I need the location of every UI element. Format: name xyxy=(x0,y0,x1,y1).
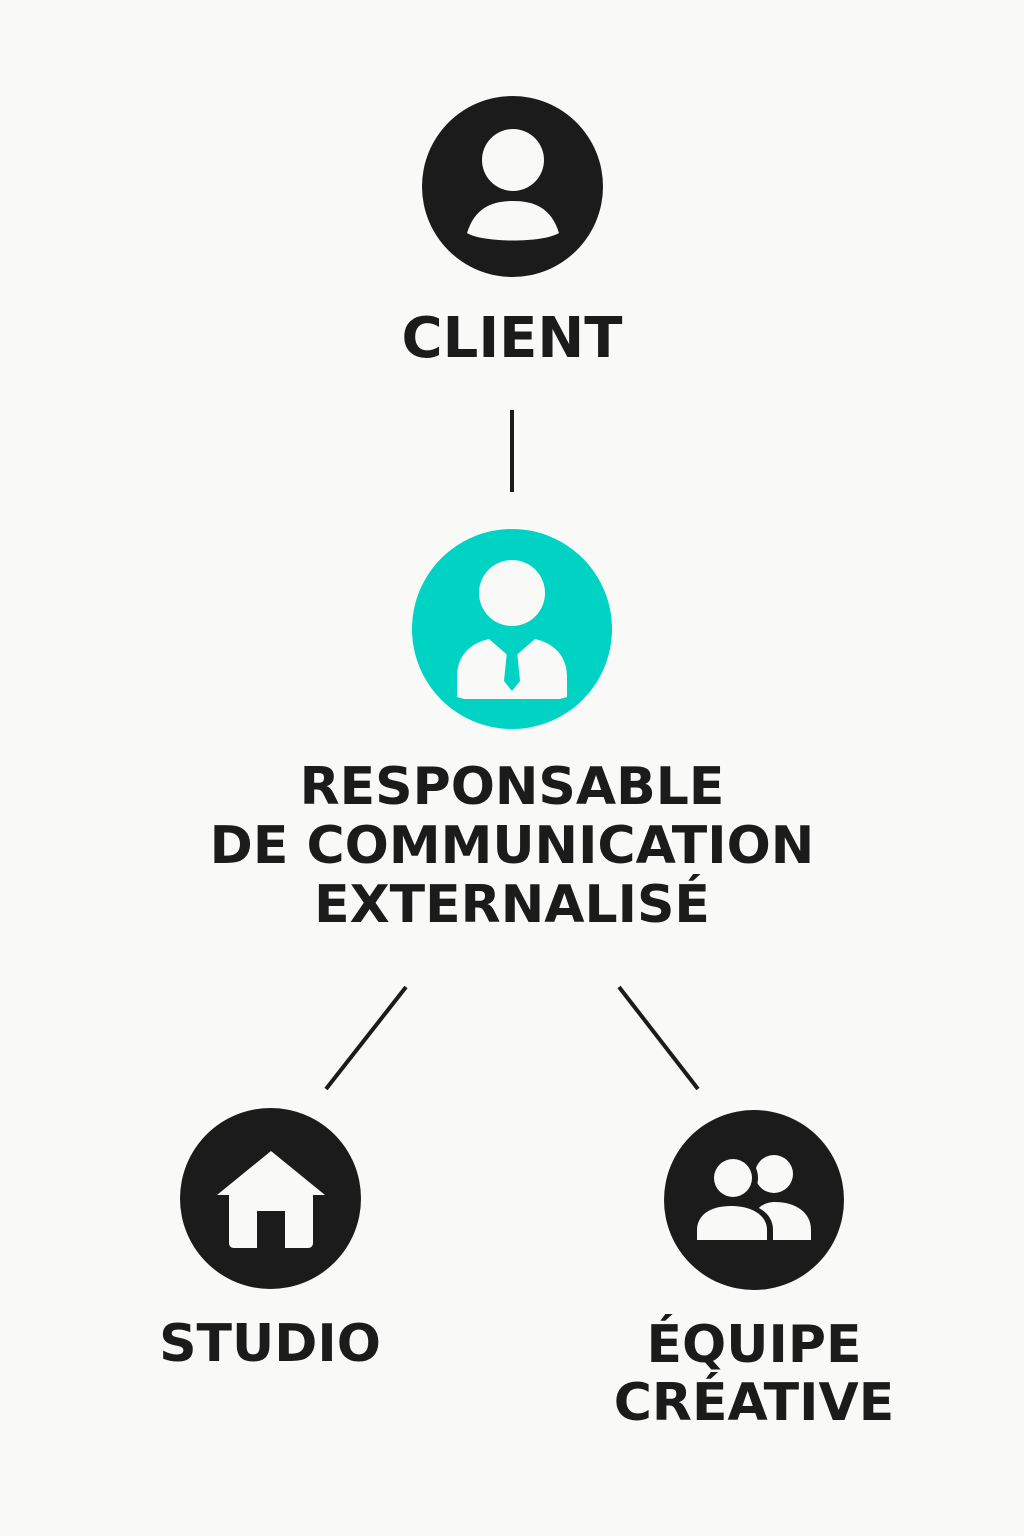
team-label-line-1: ÉQUIPE xyxy=(646,1315,862,1375)
manager-node xyxy=(412,529,612,729)
group-icon xyxy=(695,1154,811,1246)
business-person-icon xyxy=(457,560,567,699)
client-node xyxy=(422,96,603,277)
manager-label: RESPONSABLE DE COMMUNICATION EXTERNALISÉ xyxy=(0,758,1024,935)
team-label-line-2: CRÉATIVE xyxy=(613,1373,895,1433)
user-icon xyxy=(466,128,559,240)
connector-manager-team xyxy=(617,985,700,1091)
manager-label-line-3: EXTERNALISÉ xyxy=(314,875,710,935)
manager-label-line-1: RESPONSABLE xyxy=(299,757,725,817)
connector-manager-studio xyxy=(324,985,408,1091)
house-icon xyxy=(216,1150,325,1248)
team-label: ÉQUIPE CRÉATIVE xyxy=(554,1316,954,1432)
client-label: CLIENT xyxy=(401,306,623,371)
team-node xyxy=(664,1110,844,1290)
manager-label-line-2: DE COMMUNICATION xyxy=(209,816,815,876)
studio-label: STUDIO xyxy=(159,1314,381,1374)
studio-node xyxy=(180,1108,361,1289)
